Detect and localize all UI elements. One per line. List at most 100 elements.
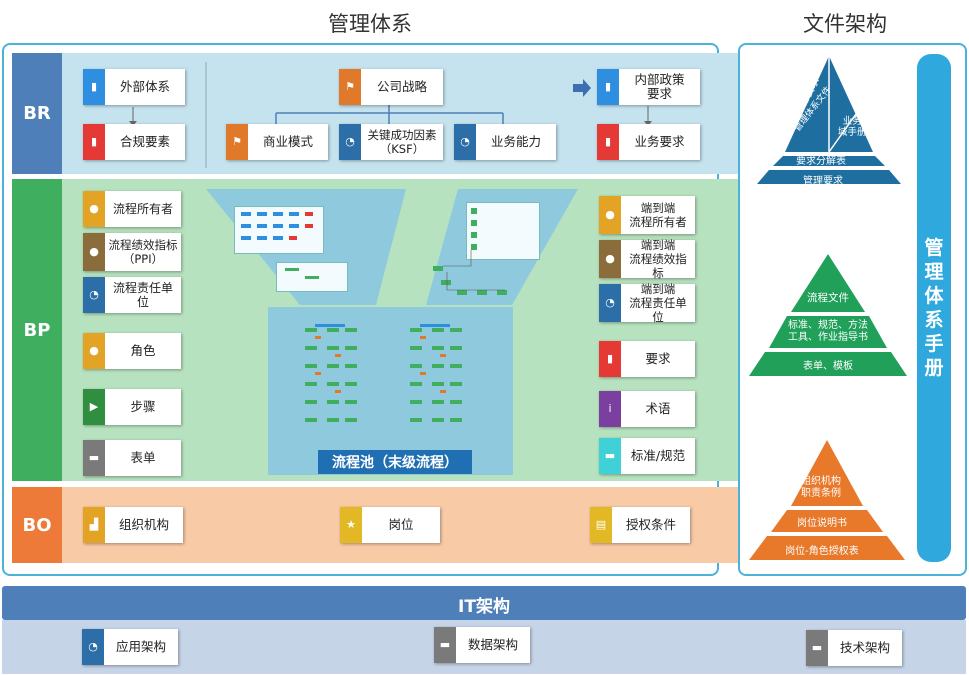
pyramid3-post-desc: 岗位说明书: [797, 518, 847, 529]
pyramid-3: [749, 440, 905, 560]
bp-process-owner-card[interactable]: ● 流程所有者: [83, 191, 181, 227]
tag-icon: ▬: [434, 627, 456, 663]
document-icon: ▮: [83, 69, 105, 105]
business-model-card[interactable]: ⚑ 商业模式: [226, 124, 328, 160]
pyramid2-forms: 表单、模板: [803, 361, 853, 372]
flag-icon: ⚑: [339, 69, 361, 105]
bp-left-label: 流程所有者: [112, 202, 173, 216]
it-data-card[interactable]: ▬ 数据架构: [434, 627, 530, 663]
bo-label: BO: [12, 487, 62, 563]
star-icon: ★: [340, 507, 362, 543]
ksf-label: 关键成功因素 （KSF）: [367, 128, 437, 156]
gauge-icon: ◔: [339, 124, 361, 160]
info-icon: i: [599, 391, 621, 427]
pyramid2-process-file: 流程文件: [807, 292, 849, 304]
process-pool-label: 流程池（末级流程）: [318, 450, 472, 474]
bo-post-card[interactable]: ★ 岗位: [340, 507, 440, 543]
people-icon: ●: [599, 240, 621, 278]
bp-right-label: 术语: [645, 401, 671, 416]
bp-left-label: 步骤: [130, 399, 156, 414]
capability-label: 业务能力: [490, 134, 541, 149]
person-icon: ●: [83, 191, 105, 227]
pyramid1-mgmt-req: 管理要求: [803, 176, 843, 187]
compliance-label: 合规要素: [119, 134, 170, 149]
it-app-card[interactable]: ◔ 应用架构: [82, 629, 178, 665]
mini-diagram-3: [466, 202, 540, 260]
pyramid2-standards: 标准、规范、方法 工具、作业指导书: [788, 320, 868, 343]
bp-right-label: 端到端 流程所有者: [629, 201, 687, 229]
gauge-icon: ◔: [82, 629, 104, 665]
gauge-icon: ◔: [599, 284, 621, 322]
bp-left-label: 流程责任单位: [112, 281, 173, 309]
bp-right-label: 端到端 流程绩效指标: [629, 238, 687, 280]
it-app-label: 应用架构: [115, 639, 166, 654]
it-header-band: [2, 586, 966, 620]
flag-icon: ⚑: [226, 124, 248, 160]
ksf-card[interactable]: ◔ 关键成功因素 （KSF）: [339, 124, 443, 160]
person-icon: ●: [83, 333, 105, 369]
mgmt-manual-label: 管理体系手册: [924, 237, 944, 379]
business-req-label: 业务要求: [634, 134, 685, 149]
external-system-label: 外部体系: [119, 79, 170, 94]
bp-right-label: 端到端 流程责任单位: [629, 282, 687, 324]
bp-left-label: 表单: [130, 450, 156, 465]
document-icon: ▮: [599, 341, 621, 377]
gauge-icon: ◔: [83, 277, 105, 313]
pyramid3-role-auth: 岗位-角色授权表: [785, 546, 859, 557]
pyramid1-domain-manual: 业务 域手册: [838, 116, 867, 138]
file-architecture-title: 文件架构: [803, 12, 887, 36]
person-icon: ●: [599, 196, 621, 234]
bp-label: BP: [12, 179, 62, 481]
mgmt-manual-vertical-title: 管理体系手册: [917, 54, 951, 562]
business-model-label: 商业模式: [262, 134, 313, 149]
bp-e2e-owner-card[interactable]: ● 端到端 流程所有者: [599, 196, 695, 234]
it-tech-card[interactable]: ▬ 技术架构: [806, 630, 902, 666]
br-label: BR: [12, 53, 62, 174]
capability-card[interactable]: ◔ 业务能力: [454, 124, 556, 160]
it-architecture-title: IT架构: [458, 597, 510, 617]
document-icon: ▮: [597, 124, 619, 160]
fast-forward-icon: ▶: [83, 389, 105, 425]
pyramid3-org-duty: 组织机构 职责条例: [801, 476, 841, 499]
bp-left-label: 流程绩效指标 （PPI）: [108, 238, 178, 266]
bp-responsible-unit-card[interactable]: ◔ 流程责任单位: [83, 277, 181, 313]
pyramid-2: [749, 254, 907, 376]
gauge-icon: ◔: [454, 124, 476, 160]
bp-e2e-unit-card[interactable]: ◔ 端到端 流程责任单位: [599, 282, 695, 324]
bp-right-label: 标准/规范: [630, 448, 686, 463]
bp-ppi-card[interactable]: ● 流程绩效指标 （PPI）: [83, 233, 181, 271]
bp-step-card[interactable]: ▶ 步骤: [83, 389, 181, 425]
bp-standard-card[interactable]: ▬ 标准/规范: [599, 438, 695, 474]
bo-org-card[interactable]: ▟ 组织机构: [83, 507, 183, 543]
bp-role-card[interactable]: ● 角色: [83, 333, 181, 369]
business-req-card[interactable]: ▮ 业务要求: [597, 124, 700, 160]
br-connectors: [129, 62, 652, 168]
bp-left-label: 角色: [130, 343, 156, 358]
document-icon: ▮: [597, 69, 619, 105]
bo-post-label: 岗位: [388, 517, 414, 532]
tag-icon: ▬: [806, 630, 828, 666]
bo-auth-label: 授权条件: [625, 517, 676, 532]
strategy-card[interactable]: ⚑ 公司战略: [339, 69, 443, 105]
internal-policy-label: 内部政策 要求: [634, 72, 685, 101]
mini-flow-lines: [241, 208, 507, 422]
external-system-card[interactable]: ▮ 外部体系: [83, 69, 185, 105]
bp-form-card[interactable]: ▬ 表单: [83, 440, 181, 476]
strategy-label: 公司战略: [376, 79, 427, 94]
tag-icon: ▬: [599, 438, 621, 474]
bp-e2e-ppi-card[interactable]: ● 端到端 流程绩效指标: [599, 238, 695, 280]
pyramid-1: [757, 56, 901, 184]
certificate-icon: ▤: [590, 507, 612, 543]
compliance-card[interactable]: ▮ 合规要素: [83, 124, 185, 160]
internal-policy-card[interactable]: ▮ 内部政策 要求: [597, 69, 700, 105]
tag-icon: ▬: [83, 440, 105, 476]
mgmt-system-title: 管理体系: [328, 12, 412, 36]
bp-term-card[interactable]: i 术语: [599, 391, 695, 427]
it-data-label: 数据架构: [467, 637, 518, 652]
bp-requirement-card[interactable]: ▮ 要求: [599, 341, 695, 377]
document-icon: ▮: [83, 124, 105, 160]
it-tech-label: 技术架构: [839, 640, 890, 655]
bo-org-label: 组织机构: [118, 517, 169, 532]
bo-auth-card[interactable]: ▤ 授权条件: [590, 507, 690, 543]
pyramid1-req-breakdown: 要求分解表: [796, 156, 846, 167]
